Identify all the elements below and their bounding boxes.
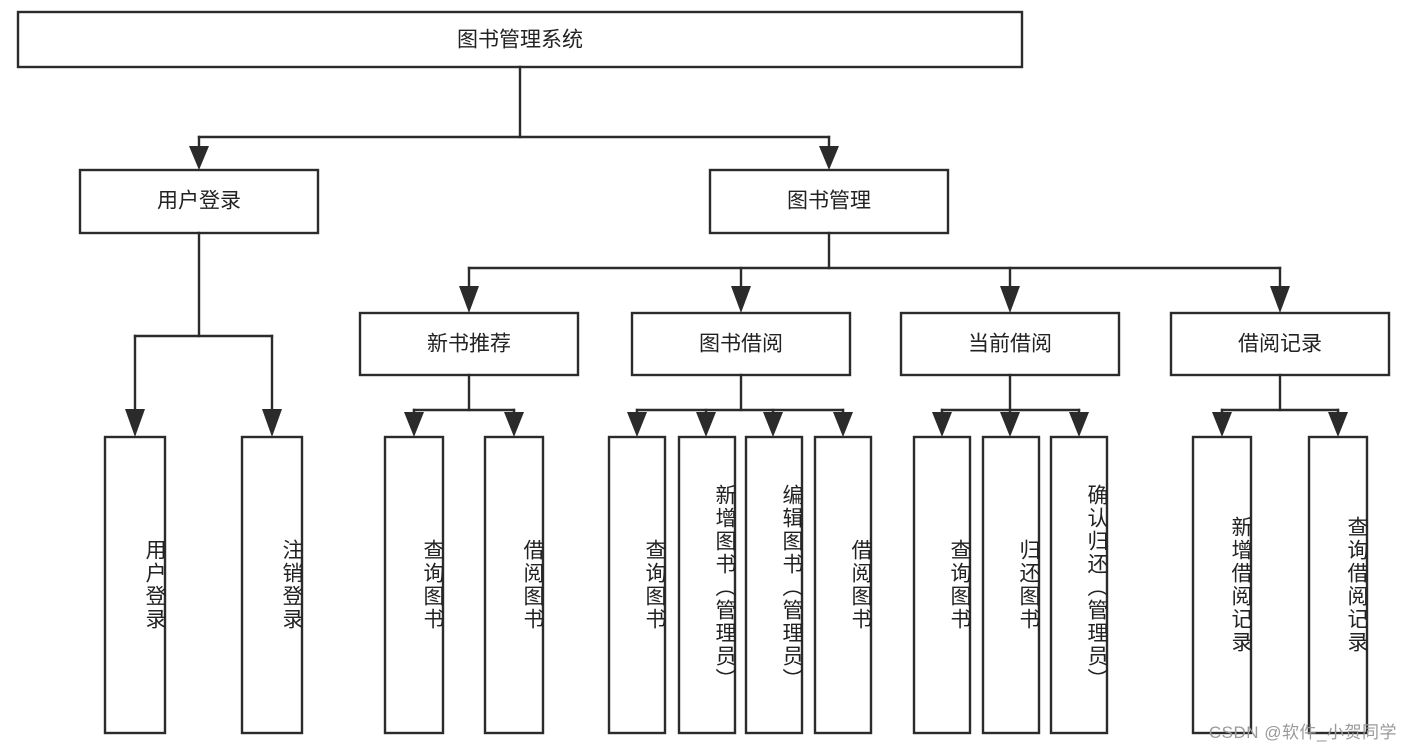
node-book-borrow-box[interactable]	[630, 311, 852, 377]
arrow-head-leaf-query-record	[1328, 412, 1348, 437]
node-borrow-record-label: 借阅记录	[1238, 333, 1322, 356]
arrow-head-leaf-edit-book	[763, 412, 783, 437]
node-new-book-recommend-label: 新书推荐	[427, 333, 511, 356]
leaf-box-borrow-book-2[interactable]	[813, 435, 873, 735]
node-user-login-label: 用户登录	[157, 190, 241, 213]
leaf-box-borrow-book-1[interactable]	[483, 435, 545, 735]
leaf-box-add-record[interactable]	[1191, 435, 1253, 735]
leaf-box-query-book-1[interactable]	[383, 435, 445, 735]
node-borrow-record-box[interactable]	[1169, 311, 1391, 377]
node-book-borrow-label: 图书借阅	[699, 333, 783, 356]
arrow-head-userlogin	[189, 146, 209, 170]
csdn-watermark: CSDN @软件_小贺同学	[1208, 723, 1397, 742]
arrow-head-leaf-query-book-1	[404, 412, 424, 437]
leaf-box-edit-book[interactable]	[744, 435, 804, 735]
node-borrow-record[interactable]: 借阅记录	[1169, 311, 1391, 377]
node-book-management-label: 图书管理	[787, 190, 871, 213]
arrow-head-leaf-add-book	[696, 412, 716, 437]
arrow-head-leaf-query-book-2	[627, 412, 647, 437]
node-book-management-box[interactable]	[708, 168, 950, 235]
arrow-head-leaf-logout-login	[262, 409, 282, 437]
node-current-borrow-label: 当前借阅	[968, 333, 1052, 356]
node-book-borrow[interactable]: 图书借阅	[630, 311, 852, 377]
node-new-book-recommend-box[interactable]	[358, 311, 580, 377]
node-root-box[interactable]	[16, 10, 1024, 69]
arrow-head-leaf-confirm-return	[1069, 412, 1089, 437]
node-user-login[interactable]: 用户登录	[78, 168, 320, 235]
node-root[interactable]: 图书管理系统	[16, 10, 1024, 69]
node-current-borrow[interactable]: 当前借阅	[899, 311, 1121, 377]
leaf-box-confirm-return[interactable]	[1049, 435, 1109, 735]
leaf-box-query-book-2[interactable]	[607, 435, 667, 735]
arrow-head-leaf-query-book-3	[932, 412, 952, 437]
node-root-label: 图书管理系统	[457, 29, 583, 52]
arrow-head-leaf-user-login	[125, 409, 145, 437]
leaf-box-return-book[interactable]	[981, 435, 1041, 735]
leaf-box-query-record[interactable]	[1307, 435, 1369, 735]
leaf-box-query-book-3[interactable]	[912, 435, 972, 735]
arrow-head-leaf-return-book	[1000, 412, 1020, 437]
arrow-head-borrow-record	[1270, 286, 1290, 313]
leaf-box-add-book[interactable]	[677, 435, 737, 735]
arrow-head-book-borrow	[731, 286, 751, 313]
node-new-book-recommend[interactable]: 新书推荐	[358, 311, 580, 377]
arrow-head-current-borrow	[1000, 286, 1020, 313]
node-current-borrow-box[interactable]	[899, 311, 1121, 377]
leaf-box-logout-login[interactable]	[240, 435, 304, 735]
node-book-management[interactable]: 图书管理	[708, 168, 950, 235]
leaf-box-user-login[interactable]	[103, 435, 167, 735]
arrow-head-bookmgmt	[819, 146, 839, 170]
arrow-head-leaf-borrow-book-2	[833, 412, 853, 437]
arrow-head-new-book-recommend	[459, 286, 479, 313]
arrow-head-leaf-borrow-book-1	[504, 412, 524, 437]
arrow-head-leaf-add-record	[1212, 412, 1232, 437]
